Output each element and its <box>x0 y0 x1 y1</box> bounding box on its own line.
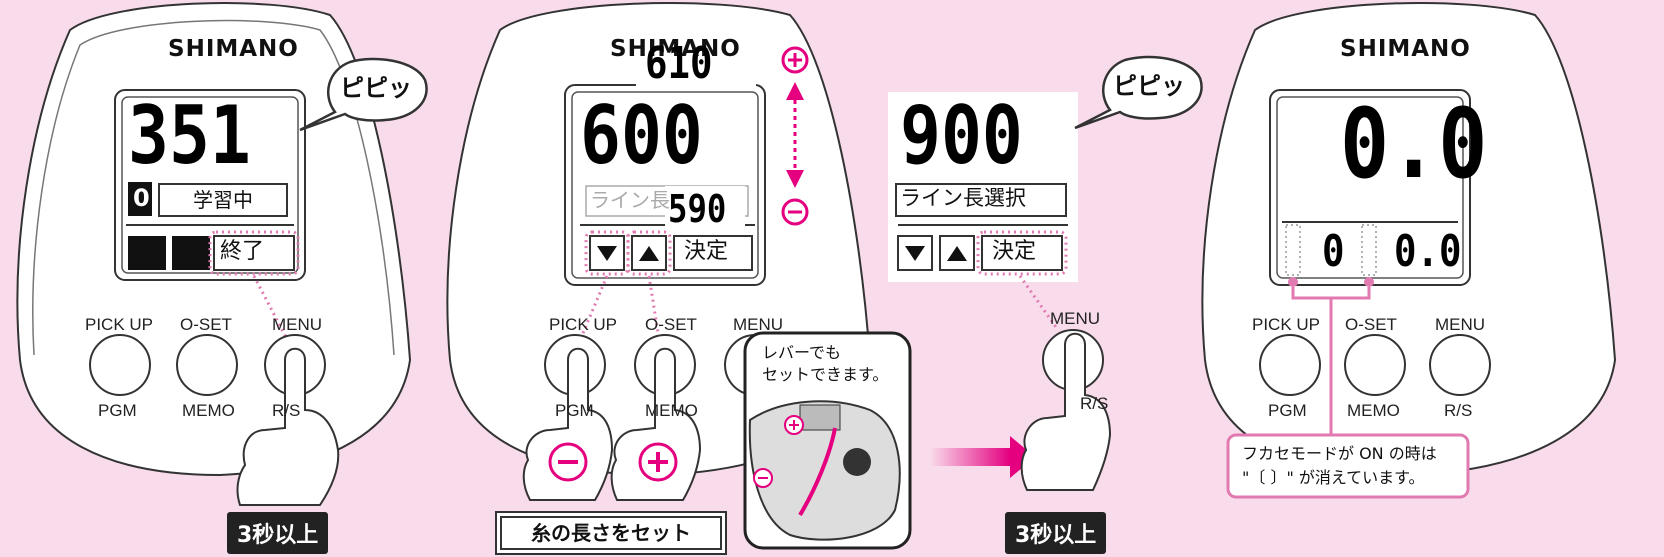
oset-label-4: O-SET <box>1345 315 1397 334</box>
pickup-label-1: PICK UP <box>85 315 154 334</box>
decide-label-3: 決定 <box>992 239 1037 264</box>
main-value-3: 900 <box>900 89 1023 182</box>
reel-body-4 <box>1201 2 1617 499</box>
line-label-2: ライン長 <box>590 188 670 212</box>
overlay-value-2: 590 <box>668 187 727 231</box>
note-line2-4: "〔 〕" が消えています。 <box>1242 468 1425 487</box>
rs-label-1: R/S <box>272 401 301 420</box>
caption-set-length: 糸の長さをセット <box>500 516 722 550</box>
speech-bubble-1: ピピッ <box>340 74 412 102</box>
rs-label-3: R/S <box>1080 394 1109 413</box>
main-value-2: 600 <box>580 89 703 182</box>
memo-label-1: MEMO <box>182 401 235 420</box>
rs-label-4: R/S <box>1444 401 1473 420</box>
reel-body-2 <box>446 2 912 550</box>
sub-value-left-4: 0 <box>1322 226 1345 277</box>
line-label-3: ライン長選択 <box>900 186 1026 210</box>
reel-body-3 <box>888 55 1203 491</box>
memo-label-2: MEMO <box>645 401 698 420</box>
pgm-label-2: PGM <box>555 401 594 420</box>
menu-label-1: MENU <box>272 315 323 334</box>
lever-note-line2: セットできます。 <box>762 365 889 384</box>
caption-hold-3s-3: 3秒以上 <box>1005 512 1107 554</box>
menu-label-4: MENU <box>1435 315 1486 334</box>
memo-label-4: MEMO <box>1347 401 1400 420</box>
brand-logo-1: SHIMANO <box>168 36 299 62</box>
menu-label-3: MENU <box>1050 309 1101 328</box>
top-value-2: 610 <box>645 38 713 89</box>
menu-label-2: MENU <box>733 315 784 334</box>
pgm-label-1: PGM <box>98 401 137 420</box>
pgm-label-4: PGM <box>1268 401 1307 420</box>
speech-bubble-3: ピピッ <box>1113 72 1185 100</box>
main-value-4: 0.0 <box>1340 88 1488 200</box>
oset-label-2: O-SET <box>645 315 697 334</box>
pickup-label-2: PICK UP <box>549 315 618 334</box>
note-line1-4: フカセモードが ON の時は <box>1242 444 1437 463</box>
pickup-label-4: PICK UP <box>1252 315 1321 334</box>
small-value-1: 0 <box>133 184 150 212</box>
brand-logo-4: SHIMANO <box>1340 36 1471 62</box>
sub-value-right-4: 0.0 <box>1394 226 1462 277</box>
decide-label-2: 決定 <box>684 239 729 264</box>
end-label-1: 終了 <box>220 239 265 264</box>
oset-label-1: O-SET <box>180 315 232 334</box>
caption-hold-3s-1: 3秒以上 <box>227 512 329 554</box>
main-value-1: 351 <box>128 89 251 182</box>
status-label-1: 学習中 <box>158 183 288 217</box>
lever-note-line1: レバーでも <box>762 343 842 362</box>
next-step-arrow <box>930 436 1035 478</box>
brand-logo-2: SHIMANO <box>610 36 741 62</box>
reel-body-1 <box>16 2 428 506</box>
